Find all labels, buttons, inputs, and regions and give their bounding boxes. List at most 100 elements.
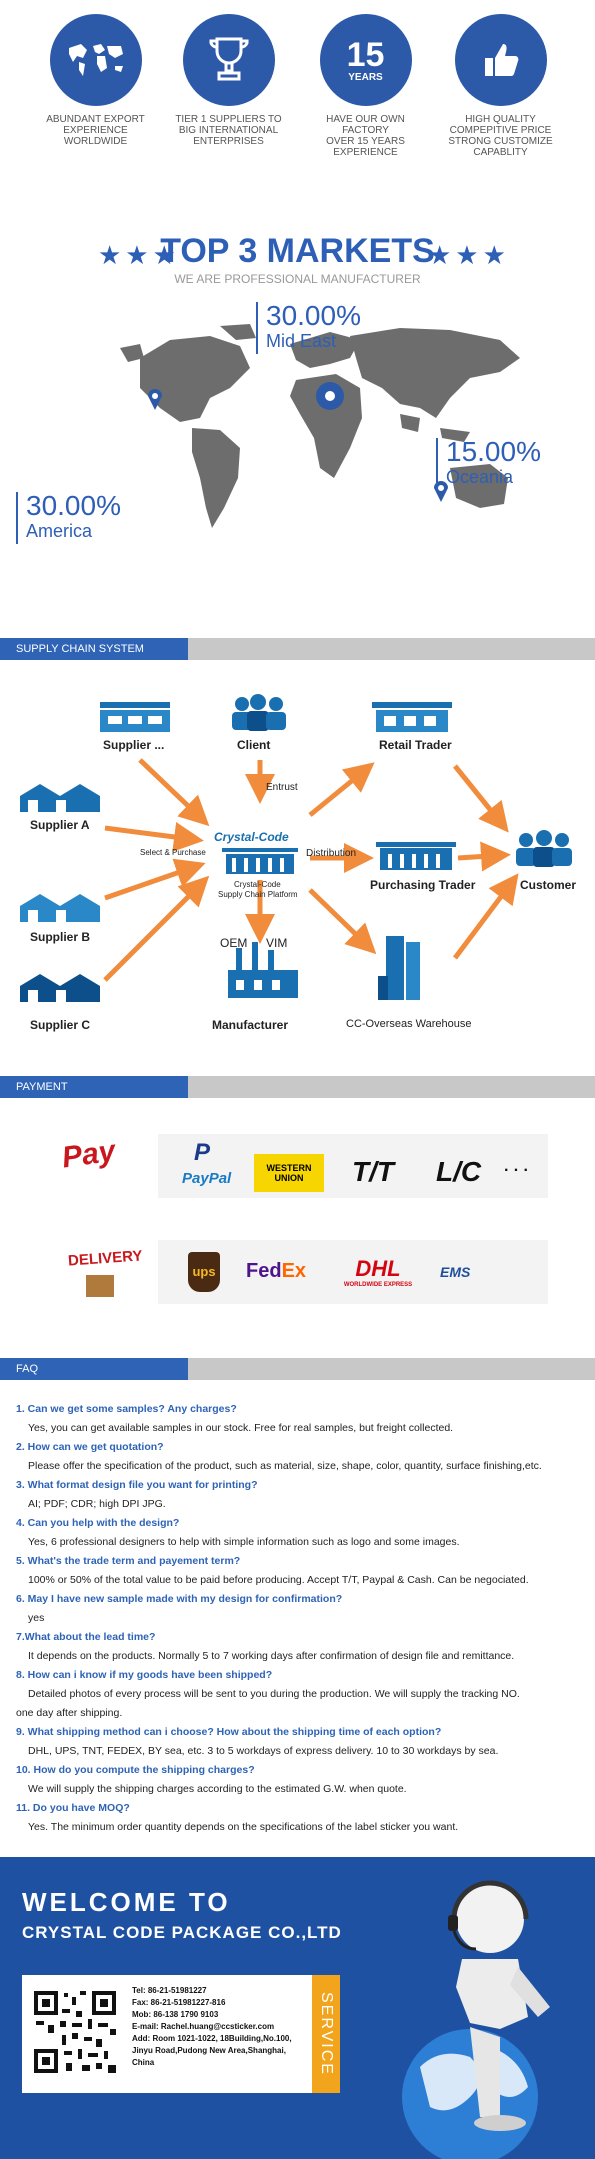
banner-label: PAYMENT [0,1076,188,1098]
faq-question: 6. May I have new sample made with my de… [16,1593,343,1605]
faq-answer: DHL, UPS, TNT, FEDEX, BY sea, etc. 3 to … [28,1745,499,1757]
faq-question: 10. How do you compute the shipping char… [16,1764,255,1776]
label-entrust: Entrust [266,782,298,793]
feature-caption: ABUNDANT EXPORT EXPERIENCE WORLDWIDE [33,114,158,147]
feature-worldwide: ABUNDANT EXPORT EXPERIENCE WORLDWIDE [33,14,158,147]
label-vim: VIM [266,936,288,950]
caption-line: COMPEPITIVE PRICE [449,125,552,136]
region-percent: 15.00% [446,436,541,467]
faq-item: 11. Do you have MOQ?Yes. The minimum ord… [16,1799,586,1837]
people-icon [516,830,572,867]
caption-line: HAVE OUR OWN [326,114,405,125]
faq-question: 2. How can we get quotation? [16,1441,164,1453]
fedex-ex: Ex [281,1260,307,1282]
label-select-purchase: Select & Purchase [140,848,206,857]
payment-strip [158,1134,548,1198]
faq-item: 6. May I have new sample made with my de… [16,1590,586,1628]
shipping-strip [158,1240,548,1304]
features-section: ABUNDANT EXPORT EXPERIENCE WORLDWIDE TIE… [0,0,595,175]
more-label: · · · [504,1162,529,1179]
faq-question: 7.What about the lead time? [16,1631,156,1643]
world-map-icon [49,14,142,106]
store-icon [372,702,452,732]
warehouse-icon [20,974,100,1002]
faq-item: 7.What about the lead time? It depends on… [16,1628,586,1666]
faq-question: 9. What shipping method can i choose? Ho… [16,1726,442,1738]
feature-caption: TIER 1 SUPPLIERS TO BIG INTERNATIONAL EN… [166,114,291,147]
caption-line: CAPABLITY [473,147,528,158]
label-platform-line1: Crystal-Code [234,880,281,889]
map-pin-icon [316,382,344,410]
fedex-logo: FedEx [246,1260,306,1283]
wu-line: WESTERN [266,1163,312,1173]
faq-banner: FAQ [0,1358,595,1380]
service-label: SERVICE [312,1975,340,2093]
caption-line: HIGH QUALITY [465,114,536,125]
caption-line: ABUNDANT EXPORT [46,114,145,125]
caption-line: TIER 1 SUPPLIERS TO [175,114,282,125]
contact-tel: Tel: 86-21-51981227 [132,1986,207,1995]
faq-answer: yes [28,1612,45,1624]
tt-label: T/T [352,1156,394,1187]
warehouse-icon [20,784,100,812]
faq-question: 3. What format design file you want for … [16,1479,258,1491]
welcome-title: WELCOME TO [22,1887,231,1917]
caption-line: STRONG CUSTOMIZE [448,136,553,147]
faq-question: 8. How can i know if my goods have been … [16,1669,273,1681]
paypal-p-icon: P [194,1139,211,1166]
contact-address: China [132,2058,155,2067]
world-map [120,324,520,528]
contact-email: E-mail: Rachel.huang@ccsticker.com [132,2022,275,2031]
label-manufacturer: Manufacturer [212,1018,289,1032]
region-mideast: 30.00% Mid East [266,302,361,352]
ems-logo: EMS [440,1264,470,1280]
skyscraper-icon [378,936,420,1000]
region-percent: 30.00% [266,300,361,331]
faq-item: 3. What format design file you want for … [16,1476,586,1514]
label-platform-line2: Supply Chain Platform [218,890,298,899]
warehouse-icon [20,894,100,922]
faq-question: 4. Can you help with the design? [16,1517,180,1529]
years-number: 15 [346,35,385,74]
supply-chain-graphic [20,694,572,1002]
thumbs-up-icon [454,14,547,106]
contact-address: Add: Room 1021-1022, 18Building,No.100, [132,2034,292,2043]
people-icon [232,694,286,731]
faq-item: 2. How can we get quotation? Please offer… [16,1438,586,1476]
label-supplier-c: Supplier C [30,1018,91,1032]
stars-right: ★★★ [428,240,510,270]
markets-title: TOP 3 MARKETS [160,232,435,270]
feature-suppliers: TIER 1 SUPPLIERS TO BIG INTERNATIONAL EN… [166,14,291,147]
contact-fax: Fax: 86-21-51981227-816 [132,1998,226,2007]
crystal-code-logo: Crystal-Code [214,830,289,844]
western-union-logo: WESTERN UNION [254,1154,324,1192]
years-word: YEARS [348,71,383,83]
fedex-fed: Fed [246,1260,282,1282]
lc-label: L/C [436,1156,482,1187]
mall-icon [376,842,456,870]
wu-line: UNION [274,1173,304,1183]
region-name: Mid East [266,331,337,351]
region-name: Oceania [446,467,514,487]
ems-text: EMS [440,1264,471,1280]
faq-answer: It depends on the products. Normally 5 t… [28,1650,515,1662]
factory-icon [228,942,298,998]
faq-answer: Please offer the specification of the pr… [28,1460,542,1472]
dhl-sub: WORLDWIDE EXPRESS [343,1282,413,1288]
region-oceania: 15.00% Oceania [446,438,541,488]
region-percent: 30.00% [26,490,121,521]
payment-logos: Pay PayPal P WESTERN UNION T/T L/C · · ·… [0,1110,595,1370]
faq-question: 11. Do you have MOQ? [16,1802,130,1814]
feature-quality: HIGH QUALITY COMPEPITIVE PRICE STRONG CU… [438,14,563,158]
faq-answer: 100% or 50% of the total value to be pai… [28,1574,529,1586]
faq-question: 5. What's the trade term and payement te… [16,1555,241,1567]
label-distribution: Distribution [306,848,357,859]
label-purchasing-trader: Purchasing Trader [370,878,476,892]
ups-logo: ups [188,1252,220,1292]
contact-card: Tel: 86-21-51981227 Fax: 86-21-51981227-… [22,1975,312,2093]
label-supplier-b: Supplier B [30,930,91,944]
dhl-text: DHL [355,1256,401,1281]
delivery-logo: DELIVERY [67,1247,143,1270]
trophy-icon [182,14,275,106]
